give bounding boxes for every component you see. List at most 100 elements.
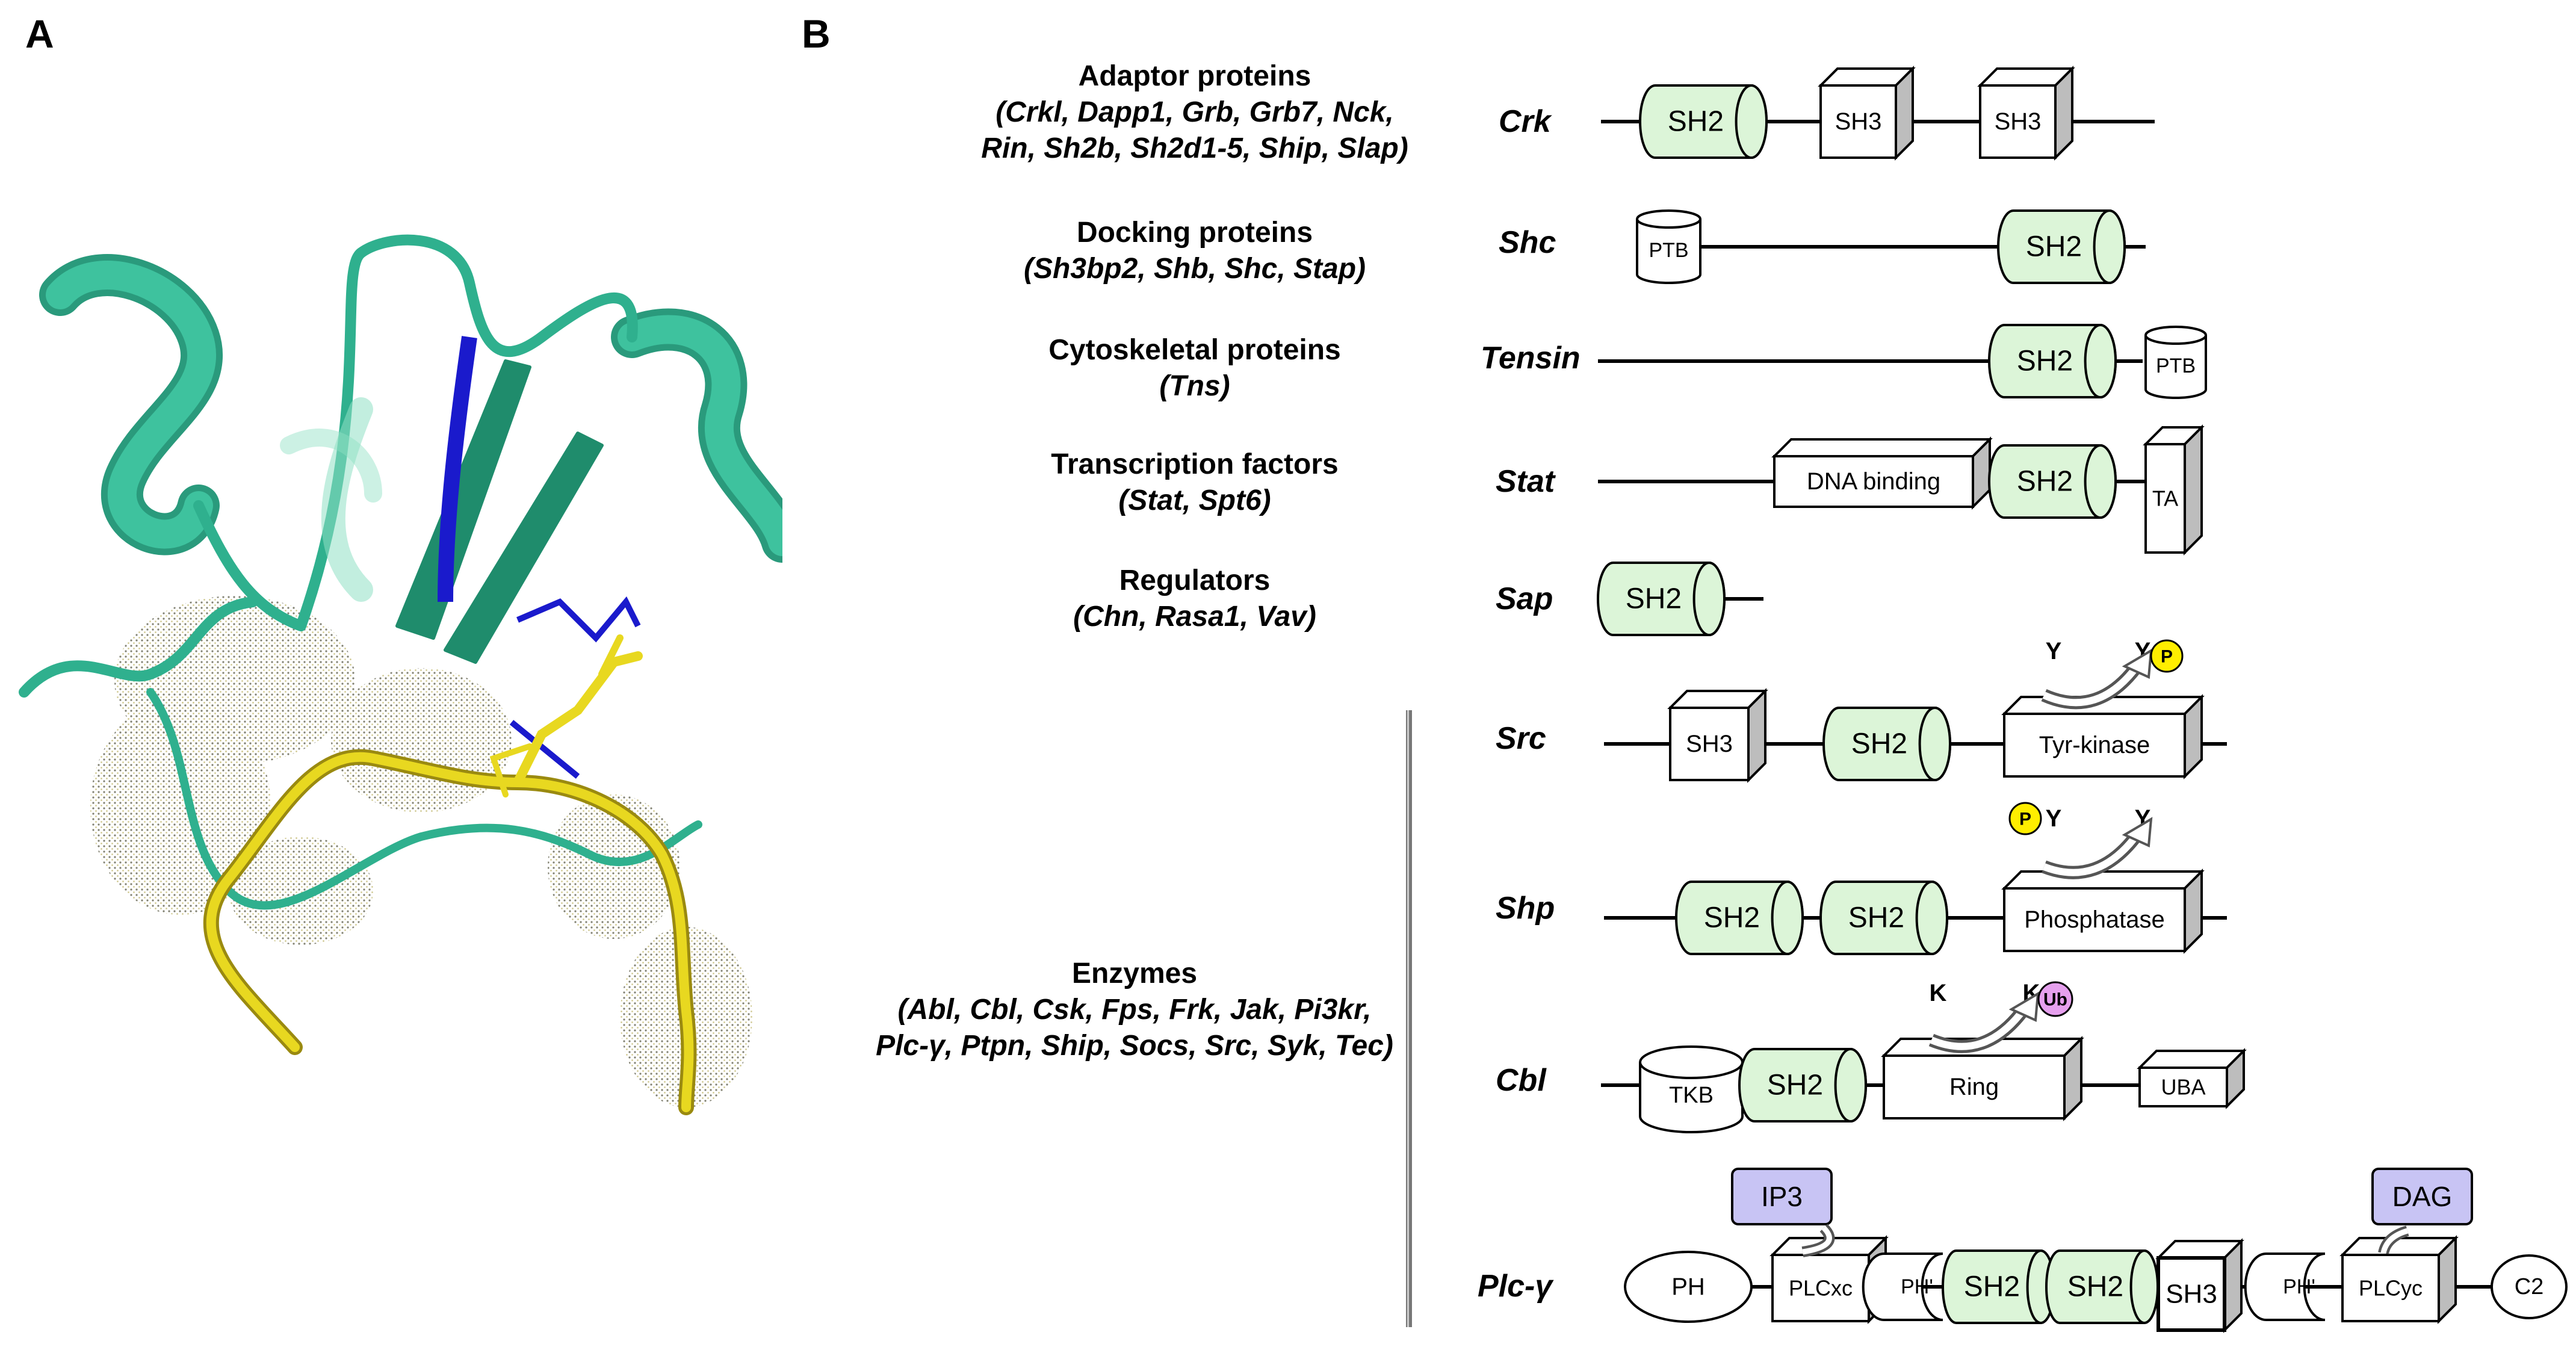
category-regulators: Regulators (Chn, Rasa1, Vav) — [954, 563, 1435, 635]
category-cytoskeletal: Cytoskeletal proteins (Tns) — [954, 332, 1435, 404]
box-domain: PLCyc — [2339, 1235, 2459, 1324]
protein-name-shc: Shc — [1499, 225, 1556, 260]
cylinder-domain: SH2 — [1639, 84, 1768, 159]
domain-label: SH2 — [1668, 106, 1724, 138]
arc-arrow — [2042, 817, 2153, 879]
domain-label: SH3 — [1835, 108, 1882, 135]
box-domain: Tyr-kinase — [2001, 694, 2205, 779]
badge-label: Ub — [2043, 990, 2067, 1010]
domain-label: TA — [2152, 486, 2178, 511]
domain-label: SH3 — [2166, 1280, 2217, 1309]
category-members: (Crkl, Dapp1, Grb, Grb7, Nck, — [995, 96, 1394, 128]
category-members: (Stat, Spt6) — [1118, 485, 1271, 516]
domain-label: SH2 — [2026, 231, 2082, 263]
category-title: Adaptor proteins — [1078, 60, 1311, 92]
domain-label: SH3 — [1686, 731, 1733, 757]
domain-label: SH3 — [1995, 108, 2042, 135]
box-domain: UBA — [2137, 1048, 2247, 1109]
box-domain: SH3 — [1818, 66, 1916, 161]
protein-name-tensin: Tensin — [1481, 341, 1581, 376]
category-members: Plc-γ, Ptpn, Ship, Socs, Src, Syk, Tec) — [876, 1030, 1393, 1062]
cylinder-domain: TKB — [1639, 1045, 1744, 1133]
cylinder-domain: SH2 — [2045, 1249, 2160, 1324]
box-domain: TA — [2143, 424, 2205, 556]
protein-name-crk: Crk — [1499, 104, 1551, 139]
protein-name-plcg: Plc-γ — [1478, 1269, 1553, 1304]
enzyme-bracket-highlight — [1407, 710, 1409, 1327]
cylinder-domain: SH2 — [1997, 209, 2126, 284]
protein-name-src: Src — [1496, 721, 1546, 756]
oval-domain: PH — [1624, 1251, 1753, 1323]
domain-label: SH2 — [1964, 1271, 2020, 1303]
cylinder-domain: SH2 — [1738, 1048, 1868, 1122]
cylinder-domain: SH2 — [1988, 444, 2117, 519]
domain-label: Ring — [1949, 1074, 1999, 1100]
protein-name-shp: Shp — [1496, 891, 1555, 926]
category-title: Cytoskeletal proteins — [1048, 334, 1341, 366]
category-members: (Sh3bp2, Shb, Shc, Stap) — [1023, 253, 1366, 285]
green-ribbon — [19, 234, 782, 910]
domain-label: SH2 — [1704, 902, 1760, 934]
domain-label: SH2 — [2017, 466, 2073, 498]
arc-arrow — [1928, 991, 2040, 1053]
oval-domain: C2 — [2491, 1254, 2568, 1319]
domain-label: Tyr-kinase — [2039, 732, 2150, 758]
box-domain: Ring — [1881, 1036, 2084, 1121]
domain-label: SH2 — [1851, 728, 1907, 760]
category-members: (Chn, Rasa1, Vav) — [1073, 601, 1316, 633]
residue-y: Y — [2046, 805, 2062, 832]
cylinder-domain: PTB — [1636, 209, 1701, 284]
domain-label: PLCyc — [2359, 1276, 2423, 1301]
arc-arrow — [1801, 1224, 2409, 1257]
category-transcription: Transcription factors (Stat, Spt6) — [954, 447, 1435, 519]
phospho-badge: P — [2150, 639, 2184, 673]
protein-name-sap: Sap — [1496, 581, 1553, 616]
box-domain: SH3 — [2155, 1238, 2244, 1333]
box-domain: DNA binding — [1771, 436, 1993, 510]
cylinder-domain: SH2 — [1942, 1249, 2056, 1324]
protein-name-cbl: Cbl — [1496, 1063, 1546, 1098]
category-title: Regulators — [1119, 565, 1271, 596]
domain-label: PH' — [1901, 1275, 1933, 1298]
cylinder-domain: SH2 — [1822, 707, 1952, 781]
category-title: Docking proteins — [1076, 217, 1313, 249]
category-members: Rin, Sh2b, Sh2d1-5, Ship, Slap) — [981, 132, 1408, 164]
ubiquitin-badge: Ub — [2037, 981, 2073, 1017]
box-domain: SH3 — [1667, 688, 1768, 783]
domain-label: Phosphatase — [2024, 906, 2165, 933]
domain-label: SH2 — [2017, 345, 2073, 377]
domain-label: C2 — [2515, 1274, 2544, 1299]
category-docking: Docking proteins (Sh3bp2, Shb, Shc, Stap… — [954, 215, 1435, 287]
badge-label: P — [2161, 647, 2173, 667]
phospho-badge: P — [2008, 802, 2042, 835]
domain-label: SH2 — [1848, 902, 1904, 934]
product-box: DAG — [2371, 1168, 2473, 1225]
category-title: Transcription factors — [1051, 448, 1339, 480]
cylinder-domain: SH2 — [1675, 881, 1804, 955]
cylinder-domain: SH2 — [1597, 562, 1726, 636]
protein-name-stat: Stat — [1496, 464, 1555, 499]
domain-label: PTB — [2156, 355, 2196, 377]
domain-label: DNA binding — [1807, 468, 1940, 495]
sh2-structure-image — [19, 234, 782, 1115]
residue-k: K — [1930, 980, 1947, 1006]
box-domain: Phosphatase — [2001, 869, 2205, 954]
category-enzymes: Enzymes (Abl, Cbl, Csk, Fps, Frk, Jak, P… — [834, 956, 1435, 1064]
product-label: DAG — [2392, 1181, 2453, 1212]
product-label: IP3 — [1761, 1181, 1803, 1212]
residue-y: Y — [2046, 638, 2062, 664]
category-adaptor: Adaptor proteins (Crkl, Dapp1, Grb, Grb7… — [954, 58, 1435, 167]
category-title: Enzymes — [1071, 958, 1198, 989]
domain-label: SH2 — [1767, 1070, 1823, 1101]
category-members: (Tns) — [1159, 370, 1230, 402]
box-domain: SH3 — [1977, 66, 2075, 161]
blue-segment — [438, 336, 641, 779]
badge-label: P — [2019, 810, 2031, 829]
ph-split-domain: PH' — [2244, 1252, 2326, 1321]
category-members: (Abl, Cbl, Csk, Fps, Frk, Jak, Pi3kr, — [897, 994, 1372, 1026]
cylinder-domain: SH2 — [1819, 881, 1949, 955]
domain-label: UBA — [2161, 1075, 2205, 1100]
domain-label: PH' — [2283, 1275, 2315, 1298]
product-box: IP3 — [1731, 1168, 1833, 1225]
